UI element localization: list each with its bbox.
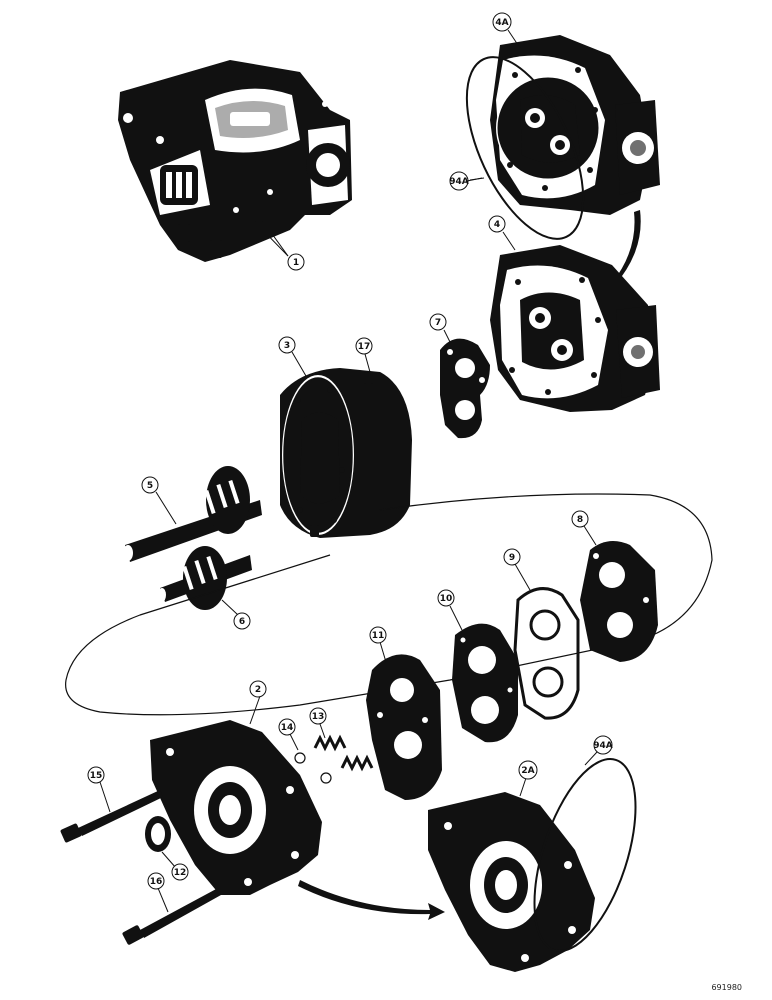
callout-12: 12	[171, 863, 189, 881]
arrow-2-to-2a	[298, 880, 445, 920]
callout-label-1: 1	[293, 258, 299, 268]
leader-lines	[99, 29, 598, 913]
callout-label-15: 15	[90, 771, 103, 781]
callout-label-8: 8	[577, 515, 583, 525]
callout-label-13: 13	[312, 712, 325, 722]
callout-label-17: 17	[358, 342, 371, 352]
callout-10: 10	[437, 589, 455, 607]
part-10-gasket	[452, 623, 518, 743]
callout-94a-bottom: 94A	[593, 735, 613, 755]
callout-label-4: 4	[494, 220, 500, 230]
callout-label-3: 3	[284, 341, 290, 351]
callout-7: 7	[429, 313, 447, 331]
part-2-front-cover	[150, 720, 322, 895]
callout-label-7: 7	[435, 318, 441, 328]
callout-17: 17	[355, 337, 373, 355]
callout-11: 11	[369, 626, 387, 644]
o-ring-94a-top	[465, 56, 585, 240]
callout-label-94a-bottom: 94A	[593, 741, 613, 751]
part-4-housing	[490, 245, 660, 412]
callout-4: 4	[488, 215, 506, 233]
callout-6: 6	[233, 612, 251, 630]
callout-4a: 4A	[492, 12, 512, 32]
callout-label-16: 16	[150, 877, 163, 887]
callout-3: 3	[278, 336, 296, 354]
callout-5: 5	[141, 476, 159, 494]
figure-id: 691980	[711, 983, 742, 992]
callout-13: 13	[309, 707, 327, 725]
callout-label-94a-top: 94A	[449, 177, 469, 187]
callout-label-11: 11	[372, 631, 385, 641]
part-8-gasket	[580, 541, 658, 662]
callout-2a: 2A	[518, 760, 538, 780]
callout-1: 1	[287, 253, 305, 271]
callout-14: 14	[278, 718, 296, 736]
part-6-idler-gear	[158, 546, 252, 610]
part-15-long-bolt	[60, 790, 163, 843]
part-5-drive-gear	[123, 466, 262, 562]
part-3-gear-housing	[280, 368, 412, 538]
part-2a-front-cover	[428, 758, 637, 972]
callout-label-10: 10	[440, 594, 453, 604]
part-7-gasket	[440, 338, 490, 439]
part-16-short-bolt	[122, 888, 221, 945]
callout-label-9: 9	[509, 553, 515, 563]
part-13-springs	[313, 734, 374, 772]
callout-15: 15	[87, 766, 105, 784]
callout-label-2: 2	[255, 685, 261, 695]
callout-label-6: 6	[239, 617, 245, 627]
callout-label-14: 14	[281, 723, 294, 733]
callout-8: 8	[571, 510, 589, 528]
callout-label-12: 12	[174, 868, 187, 878]
callout-9: 9	[503, 548, 521, 566]
part-1-assembled-pump	[118, 60, 352, 262]
callout-label-5: 5	[147, 481, 153, 491]
part-14-check-balls	[294, 752, 332, 784]
part-9-wear-plate	[513, 587, 580, 720]
part-4a-rear-housing	[461, 35, 660, 240]
callout-2: 2	[249, 680, 267, 698]
callout-label-2a: 2A	[521, 766, 534, 776]
callouts: 1 4A 94A 4 7 3 17 5 6 8 9 10 11 2 14 13 …	[87, 12, 613, 890]
callout-label-4a: 4A	[495, 18, 508, 28]
callout-94a-top: 94A	[449, 171, 469, 191]
part-11-seal-plate	[366, 654, 442, 800]
part-12-shaft-seal	[145, 816, 171, 852]
o-ring-94a-bottom	[533, 758, 637, 952]
callout-16: 16	[147, 872, 165, 890]
